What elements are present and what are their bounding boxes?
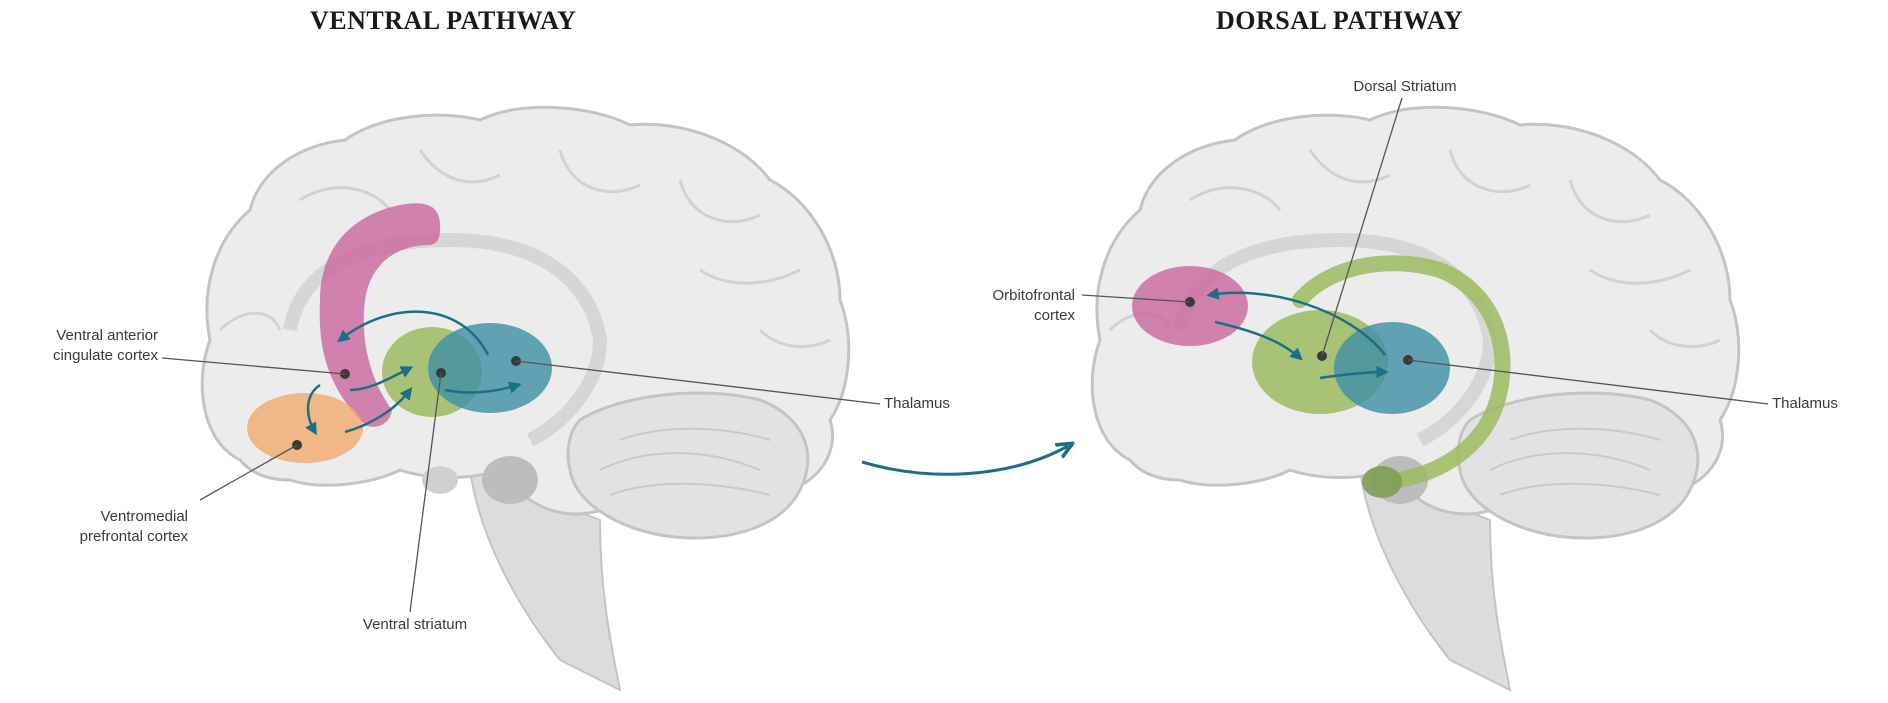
ofc-label-line2: cortex xyxy=(950,306,1075,326)
ventral-cerebellum xyxy=(568,393,808,538)
ventral-title: VENTRAL PATHWAY xyxy=(310,6,576,36)
dorsal-title: DORSAL PATHWAY xyxy=(1216,6,1463,36)
transition-arrow xyxy=(862,446,1068,474)
dorsal-amygdala xyxy=(1362,466,1402,498)
vmpfc-label-line2: prefrontal cortex xyxy=(40,527,188,547)
ventral-striatum-label-text: Ventral striatum xyxy=(340,615,490,635)
vmpfc-label: Ventromedial prefrontal cortex xyxy=(40,507,188,547)
dorsal-thalamus-label: Thalamus xyxy=(1772,394,1838,414)
ventral-vmpfc-region xyxy=(247,393,363,463)
ofc-label: Orbitofrontal cortex xyxy=(950,286,1075,326)
vacc-label-line2: cingulate cortex xyxy=(18,346,158,366)
ventral-thalamus-label-text: Thalamus xyxy=(884,394,950,414)
dorsal-striatum-label: Dorsal Striatum xyxy=(1330,77,1480,97)
dorsal-thalamus-region xyxy=(1334,322,1450,414)
vacc-label-line1: Ventral anterior xyxy=(18,326,158,346)
vmpfc-label-line1: Ventromedial xyxy=(40,507,188,527)
ventral-pons xyxy=(482,456,538,504)
dorsal-thalamus-label-text: Thalamus xyxy=(1772,394,1838,414)
dorsal-striatum-label-text: Dorsal Striatum xyxy=(1330,77,1480,97)
ventral-thalamus-region xyxy=(428,323,552,413)
ventral-thalamus-label: Thalamus xyxy=(884,394,950,414)
ventral-striatum-label: Ventral striatum xyxy=(340,615,490,635)
ofc-label-line1: Orbitofrontal xyxy=(950,286,1075,306)
vacc-label: Ventral anterior cingulate cortex xyxy=(18,326,158,366)
